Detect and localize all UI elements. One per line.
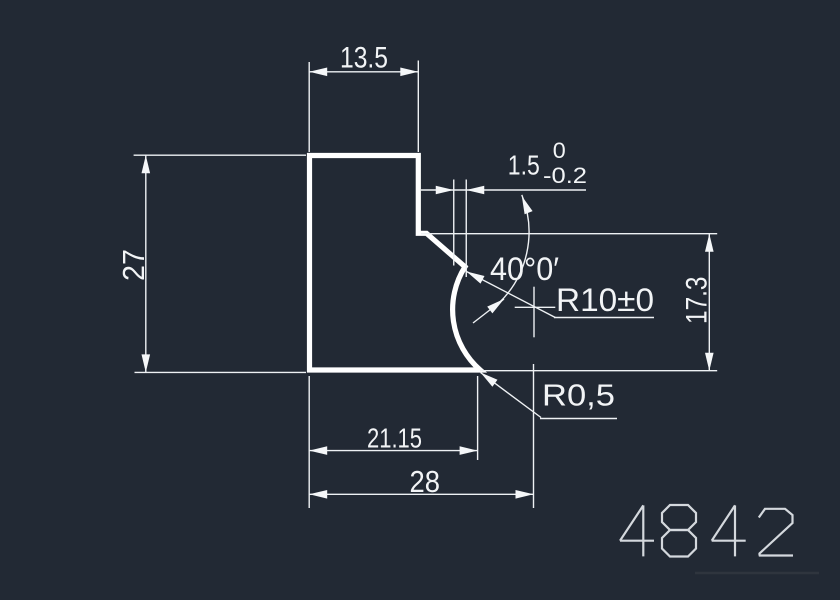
svg-text:13.5: 13.5 [340,42,388,75]
svg-text:40°0′: 40°0′ [490,251,559,287]
svg-text:1.5: 1.5 [508,149,540,180]
svg-text:27: 27 [116,249,151,281]
svg-text:21.15: 21.15 [367,423,422,454]
svg-text:28: 28 [410,464,441,499]
svg-text:0: 0 [553,138,566,163]
svg-text:R0,5: R0,5 [542,378,615,413]
svg-text:R10±0: R10±0 [556,282,654,318]
svg-text:-0.2: -0.2 [543,163,587,188]
svg-text:17.3: 17.3 [681,277,714,325]
